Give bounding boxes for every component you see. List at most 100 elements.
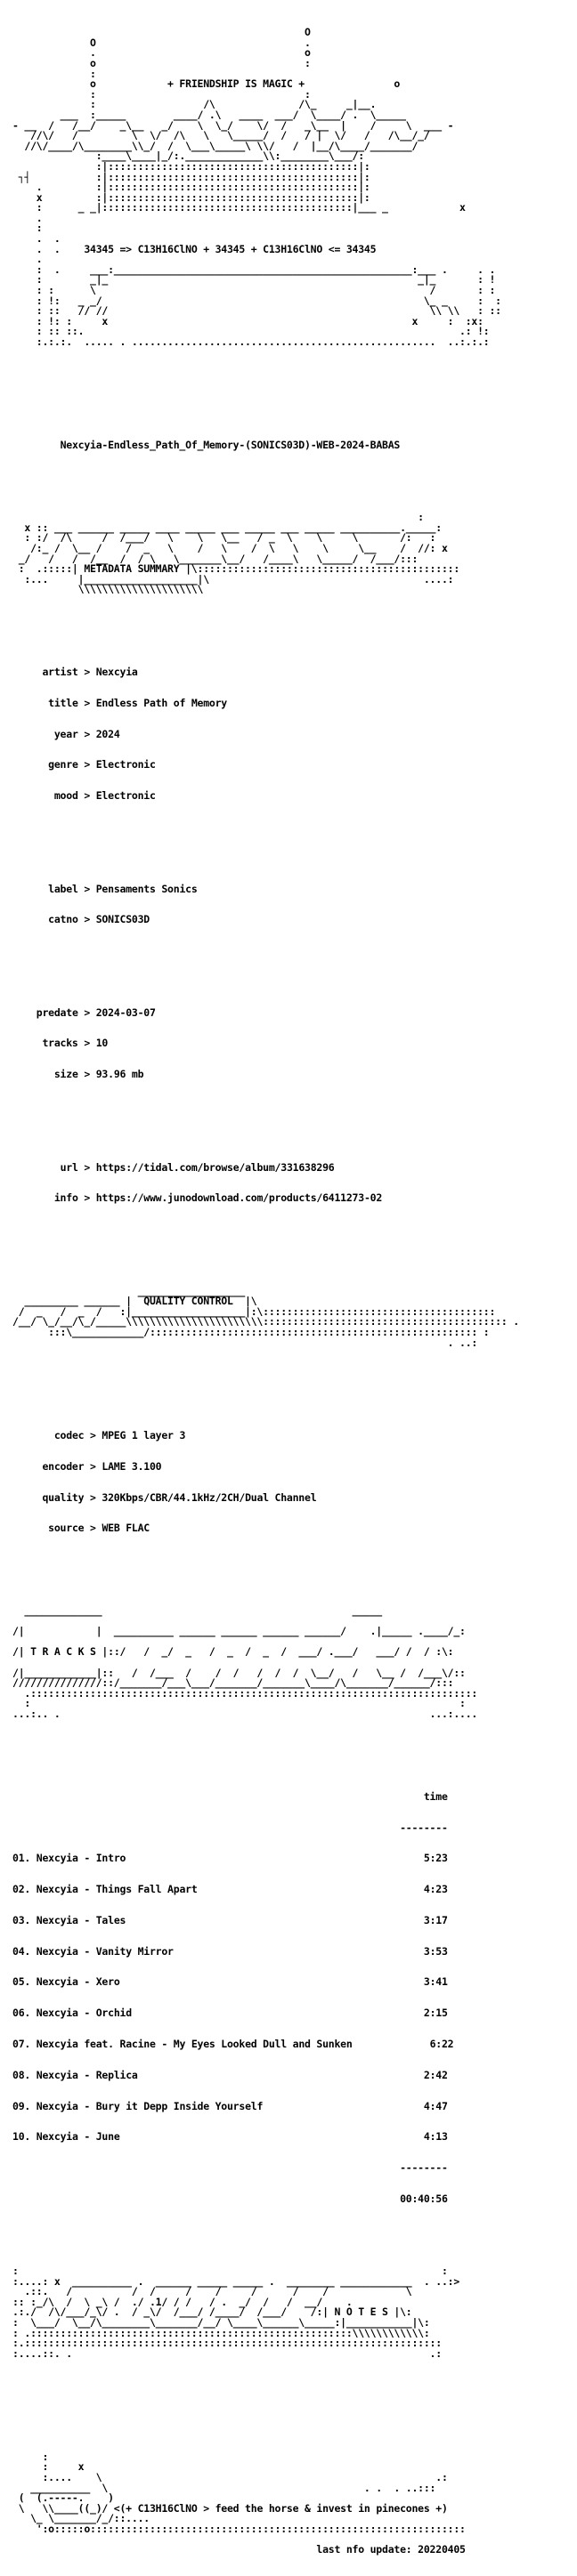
meta-value: Nexcyia bbox=[95, 666, 138, 679]
meta-value: 2024-03-07 bbox=[95, 1005, 156, 1019]
formula-text: 34345 => C13H16ClNO + 34345 + C13H16ClNO… bbox=[84, 242, 377, 255]
meta-row-predate: predate > 2024-03-07 bbox=[36, 1005, 156, 1019]
metadata-group-1: artist > Nexcyia title > Endless Path of… bbox=[12, 647, 565, 812]
notes-title-line: .:./ /\/___/_\/ . / _\/ /___/ /____/ /__… bbox=[12, 2305, 412, 2319]
metadata-group-2: label > Pensaments Sonics catno > SONICS… bbox=[12, 863, 565, 935]
metadata-group-4: url > https://tidal.com/browse/album/331… bbox=[12, 1142, 565, 1214]
track-time: 4:13 bbox=[423, 2130, 448, 2144]
meta-key: label bbox=[48, 882, 78, 895]
quality-value: MPEG 1 layer 3 bbox=[102, 1428, 186, 1441]
meta-value: Electronic bbox=[95, 758, 156, 771]
quality-row-source: source > WEB FLAC bbox=[48, 1522, 150, 1535]
track-title: Nexcyia - Xero bbox=[36, 1975, 120, 1989]
footer-tagline: <(+ C13H16ClNO > feed the horse & invest… bbox=[113, 2501, 448, 2515]
track-number: 03. bbox=[12, 1913, 31, 1926]
header-art-castle: : : : /\ /\_ _|__. ___ :_____ ____/ .\ _… bbox=[12, 87, 466, 246]
meta-row-catno: catno > SONICS03D bbox=[48, 913, 150, 926]
header-art-top: O O . . o o : : bbox=[90, 26, 311, 80]
meta-link: https://tidal.com/browse/album/331638296 bbox=[95, 1160, 335, 1174]
meta-key: catno bbox=[48, 913, 78, 926]
metadata-group-3: predate > 2024-03-07 tracks > 10 size > … bbox=[12, 987, 565, 1090]
meta-row-genre: genre > Electronic bbox=[48, 758, 156, 771]
meta-row-mood: mood > Electronic bbox=[53, 789, 156, 803]
tracks-section-title: T R A C K S bbox=[30, 1645, 96, 1659]
tracks-title-line2: /| T R A C K S |::/ / _/ _ / _ / _ / ___… bbox=[12, 1645, 454, 1659]
footer-art: : : x :.... \ .: __________ \ . . . ..::… bbox=[18, 2450, 448, 2505]
header-art-bridge: . : . ___:______________________________… bbox=[36, 253, 501, 348]
meta-key: year bbox=[53, 727, 78, 740]
meta-key: tracks bbox=[42, 1037, 78, 1050]
quality-row-codec: codec > MPEG 1 layer 3 bbox=[53, 1428, 186, 1441]
quality-key: encoder bbox=[42, 1459, 85, 1473]
track-number: 04. bbox=[12, 1944, 31, 1958]
quality-value: LAME 3.100 bbox=[102, 1459, 162, 1473]
footer-tagline-line: \ \\____((_)/ <(+ C13H16ClNO > feed the … bbox=[12, 2501, 448, 2515]
track-time: 4:47 bbox=[423, 2099, 448, 2112]
track-number: 02. bbox=[12, 1883, 31, 1896]
meta-value: Electronic bbox=[95, 789, 156, 803]
release-name: Nexcyia-Endless_Path_Of_Memory-(SONICS03… bbox=[60, 438, 401, 451]
track-number: 05. bbox=[12, 1975, 31, 1989]
track-row: 06. Nexcyia - Orchid 2:15 bbox=[12, 2007, 565, 2020]
track-time: 5:23 bbox=[423, 1852, 448, 1865]
tracklist-total: 00:40:56 bbox=[12, 2192, 565, 2205]
quality-art: __________________ _________ ______ | QU… bbox=[12, 1284, 519, 1349]
total-rule: -------- bbox=[400, 2161, 448, 2175]
meta-row-info: info > https://www.junodownload.com/prod… bbox=[53, 1191, 383, 1205]
tracks-title-line: /| | __________ ______ ______ ______ ___… bbox=[12, 1625, 466, 1638]
track-title: Nexcyia - Replica bbox=[36, 2068, 138, 2081]
track-row: 10. Nexcyia - June 4:13 bbox=[12, 2132, 565, 2143]
track-title: Nexcyia - Tales bbox=[36, 1913, 126, 1926]
meta-key: mood bbox=[53, 789, 78, 803]
track-time: 6:22 bbox=[429, 2038, 454, 2051]
meta-row-label: label > Pensaments Sonics bbox=[48, 882, 198, 895]
meta-value: SONICS03D bbox=[95, 913, 150, 926]
track-title: Nexcyia - Orchid bbox=[36, 2007, 132, 2020]
total-time: 00:40:56 bbox=[400, 2192, 448, 2205]
track-time: 2:15 bbox=[423, 2007, 448, 2020]
track-row: 05. Nexcyia - Xero 3:41 bbox=[12, 1977, 565, 1988]
track-row: 02. Nexcyia - Things Fall Apart 4:23 bbox=[12, 1883, 565, 1896]
track-number: 01. bbox=[12, 1852, 31, 1865]
header-banner-line: o + FRIENDSHIP IS MAGIC + o bbox=[12, 77, 401, 91]
track-number: 08. bbox=[12, 2068, 31, 2081]
track-time: 4:23 bbox=[423, 1883, 448, 1896]
track-title: Nexcyia - Things Fall Apart bbox=[36, 1883, 198, 1896]
meta-row-tracks: tracks > 10 bbox=[42, 1037, 109, 1050]
notes-art-top: : : :....: x __________ . ______ _____ _… bbox=[12, 2265, 460, 2308]
meta-key: artist bbox=[42, 666, 78, 679]
time-header: time bbox=[423, 1789, 448, 1803]
tracklist-header-rule: -------- bbox=[12, 1822, 565, 1834]
track-number: 10. bbox=[12, 2130, 31, 2144]
header-banner: + FRIENDSHIP IS MAGIC + bbox=[167, 77, 305, 91]
quality-key: codec bbox=[53, 1428, 85, 1441]
footer-art-bottom: \_ \_______/_/::.... ':o:::::o::::::::::… bbox=[30, 2512, 466, 2535]
track-time: 2:42 bbox=[423, 2068, 448, 2081]
track-row: 03. Nexcyia - Tales 3:17 bbox=[12, 1913, 565, 1926]
quality-row-quality: quality > 320Kbps/CBR/44.1kHz/2CH/Dual C… bbox=[42, 1490, 317, 1504]
track-title: Nexcyia feat. Racine - My Eyes Looked Du… bbox=[36, 2038, 353, 2051]
meta-row-year: year > 2024 bbox=[53, 727, 120, 740]
track-row: 04. Nexcyia - Vanity Mirror 3:53 bbox=[12, 1944, 565, 1958]
track-row: 07. Nexcyia feat. Racine - My Eyes Looke… bbox=[12, 2039, 565, 2050]
track-title: Nexcyia - Bury it Depp Inside Yourself bbox=[36, 2099, 264, 2112]
quality-value: WEB FLAC bbox=[102, 1522, 150, 1535]
metadata-art: : x :: ___ ______ _____ ____ _____ ___ _… bbox=[18, 511, 460, 596]
track-row: 01. Nexcyia - Intro 5:23 bbox=[12, 1853, 565, 1864]
tracklist-total-rule: -------- bbox=[12, 2161, 565, 2175]
meta-value: 2024 bbox=[95, 727, 120, 740]
quality-row-encoder: encoder > LAME 3.100 bbox=[42, 1459, 162, 1473]
tracklist: time -------- 01. Nexcyia - Intro 5:23 0… bbox=[12, 1772, 565, 2216]
meta-value: Endless Path of Memory bbox=[95, 696, 227, 709]
track-number: 09. bbox=[12, 2099, 31, 2112]
track-number: 07. bbox=[12, 2038, 31, 2051]
meta-row-url: url > https://tidal.com/browse/album/331… bbox=[60, 1160, 335, 1174]
quality-key: quality bbox=[42, 1490, 85, 1504]
meta-row-size: size > 93.96 mb bbox=[53, 1068, 144, 1081]
meta-key: title bbox=[48, 696, 78, 709]
notes-section-title: N O T E S bbox=[334, 2305, 388, 2319]
meta-row-artist: artist > Nexcyia bbox=[42, 666, 138, 679]
track-row: 08. Nexcyia - Replica 2:42 bbox=[12, 2068, 565, 2081]
tracklist-header: time bbox=[12, 1789, 565, 1803]
meta-value: 10 bbox=[95, 1037, 109, 1050]
